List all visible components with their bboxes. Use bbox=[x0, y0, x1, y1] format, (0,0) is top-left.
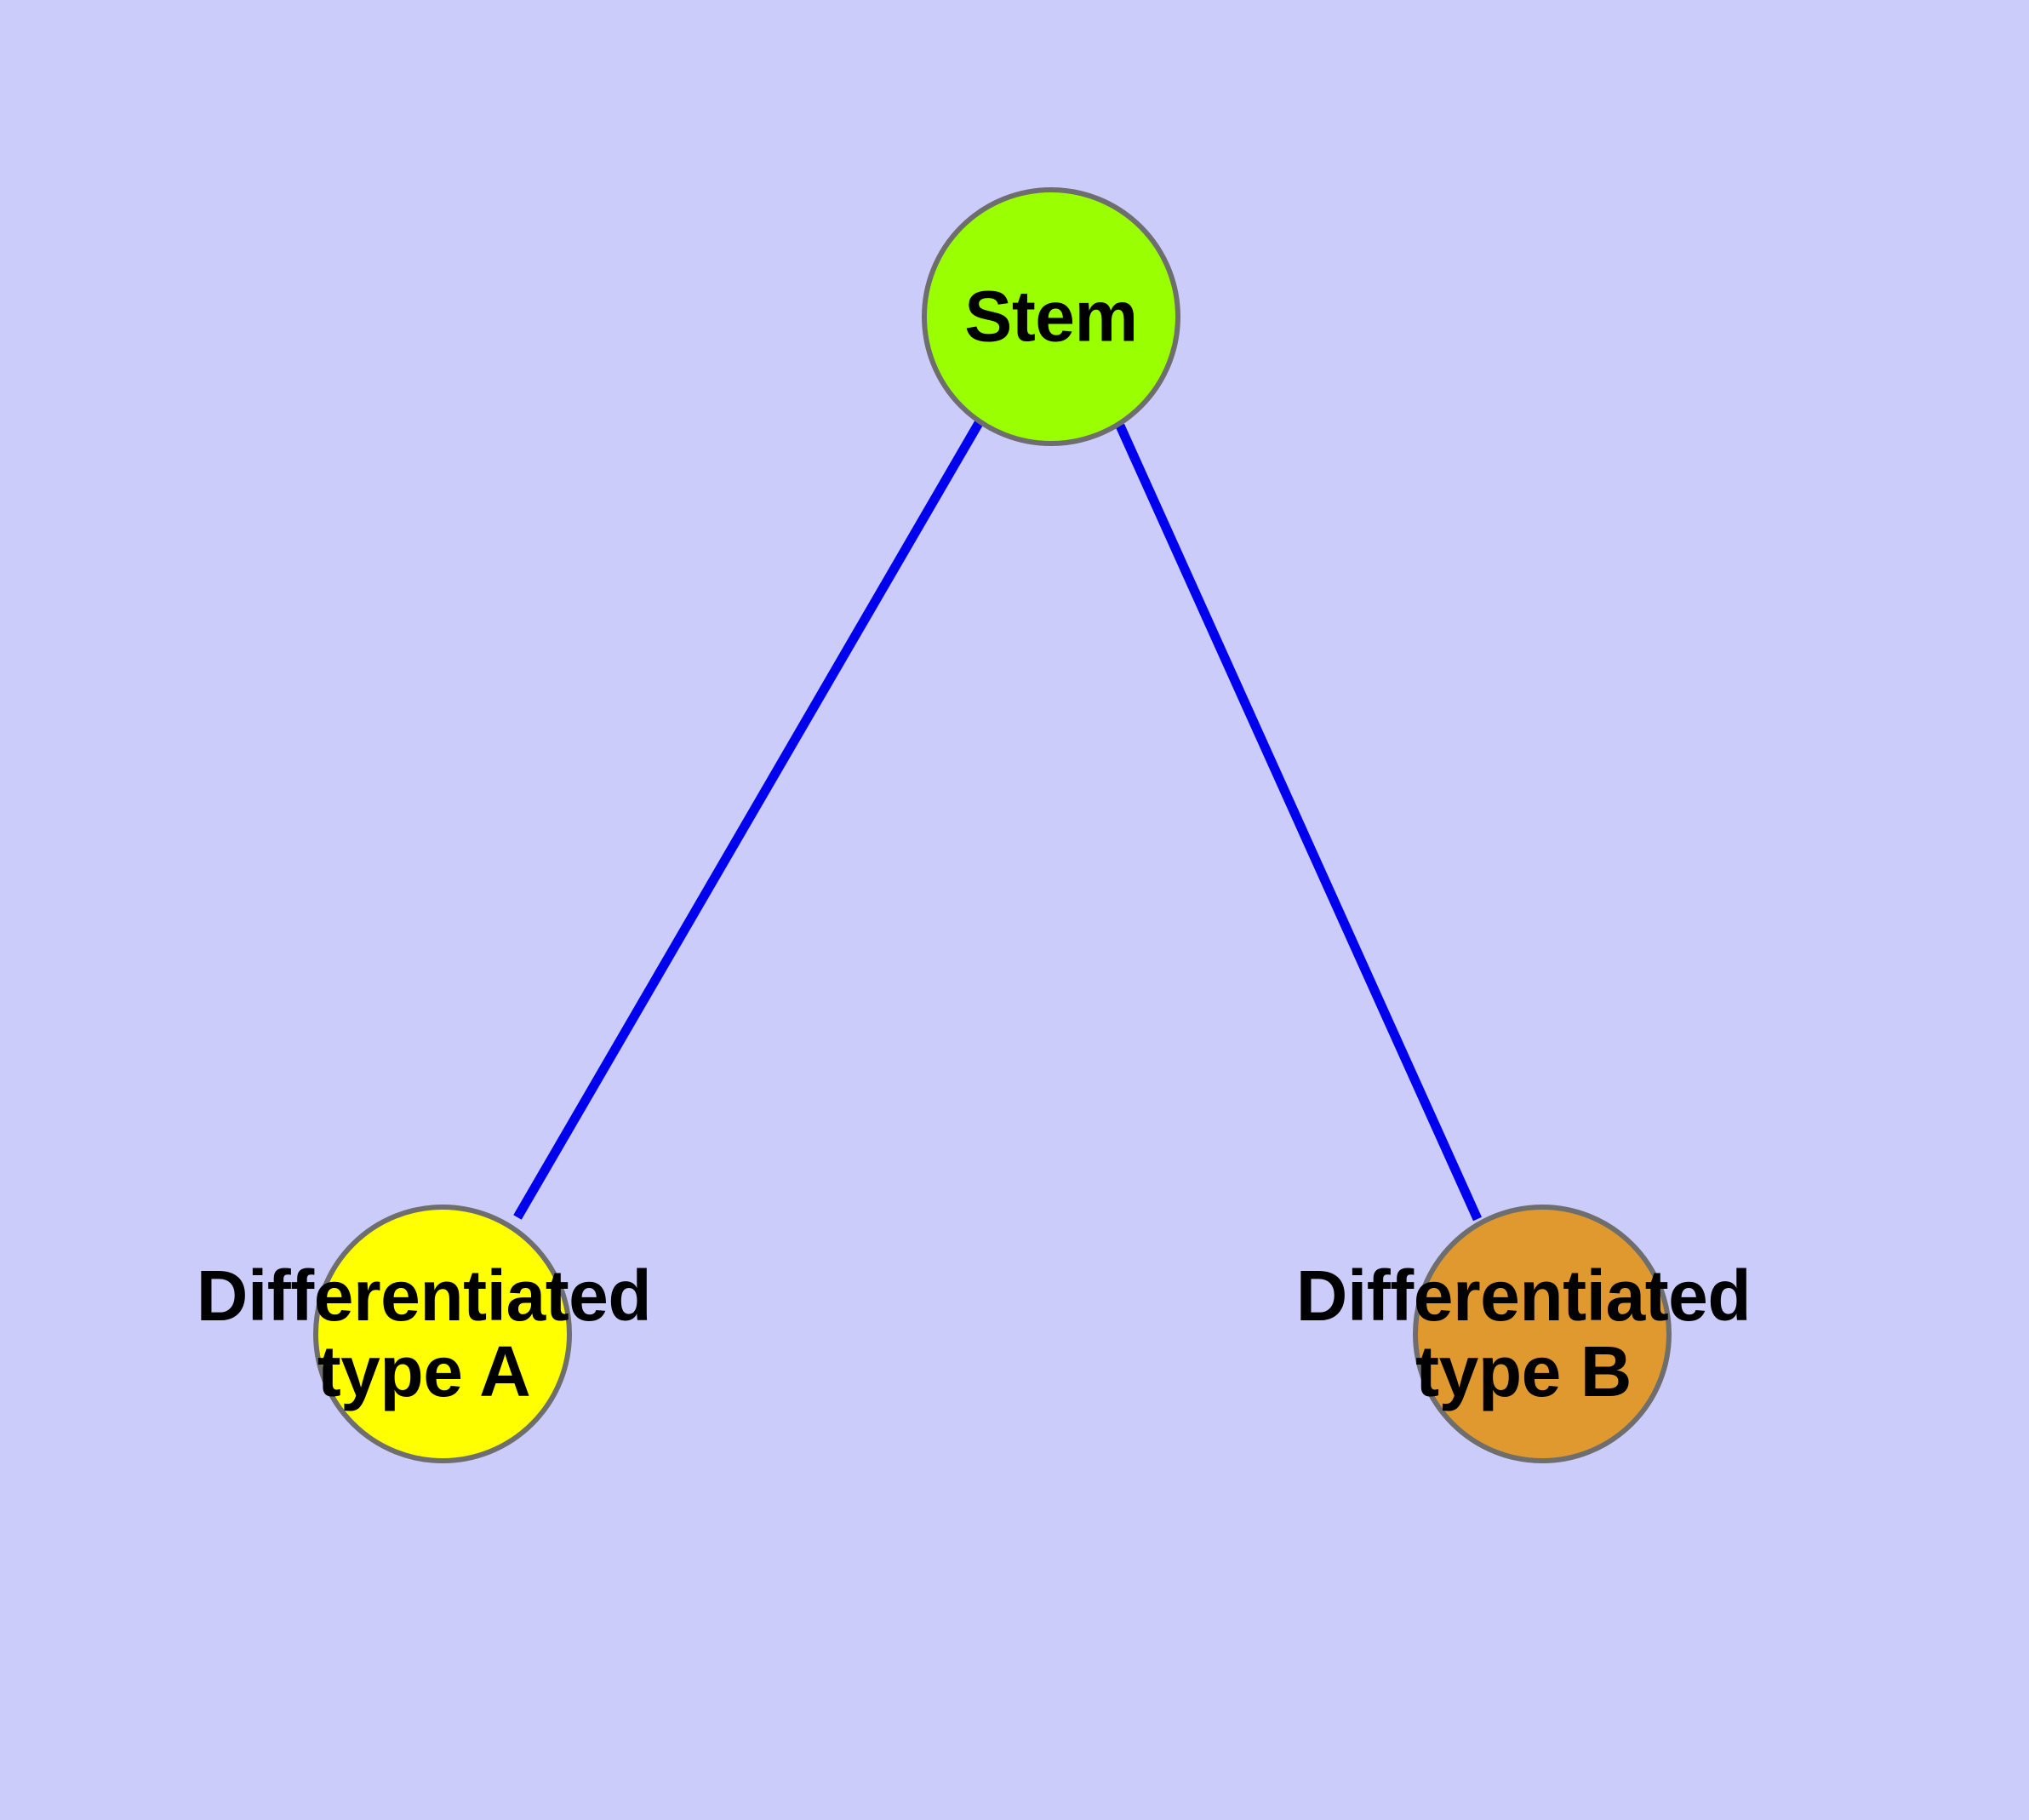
edge-stem-to-differentiated-type-b bbox=[1115, 423, 1483, 1222]
node-differentiated-type-b-circle bbox=[1413, 1205, 1672, 1463]
node-stem[interactable]: Stem bbox=[922, 187, 1180, 446]
node-differentiated-type-a[interactable]: Differentiated type A bbox=[197, 1205, 652, 1463]
node-differentiated-type-b[interactable]: Differentiated type B bbox=[1296, 1205, 1752, 1463]
node-differentiated-type-a-circle bbox=[313, 1205, 572, 1463]
node-stem-circle bbox=[922, 187, 1180, 446]
edge-stem-to-differentiated-type-a bbox=[513, 421, 983, 1220]
